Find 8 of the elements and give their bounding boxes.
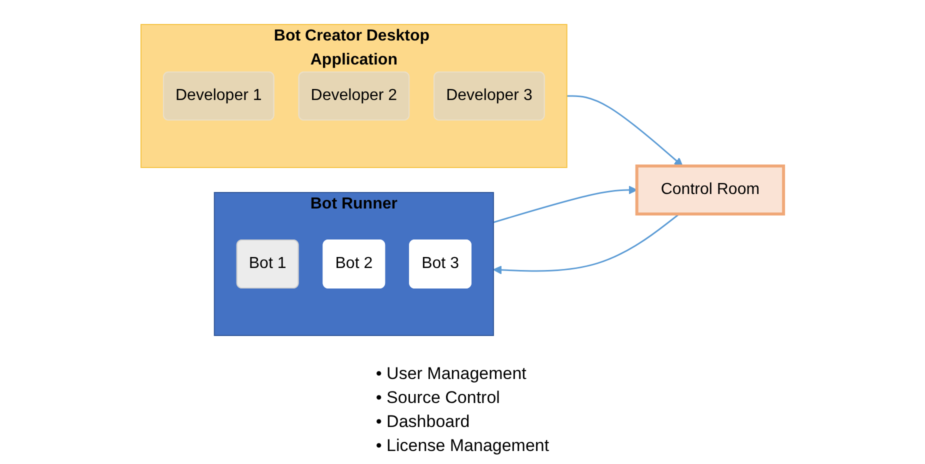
bullet-item: • User Management — [376, 363, 528, 385]
bullet-item: • Source Control — [376, 387, 501, 409]
arrow — [493, 186, 638, 224]
bullet-item: • License Management — [376, 435, 550, 457]
node-box: Control Room — [636, 164, 786, 216]
arrow — [493, 213, 680, 274]
bullet-item: • Dashboard — [376, 411, 471, 433]
arrow — [567, 95, 684, 166]
